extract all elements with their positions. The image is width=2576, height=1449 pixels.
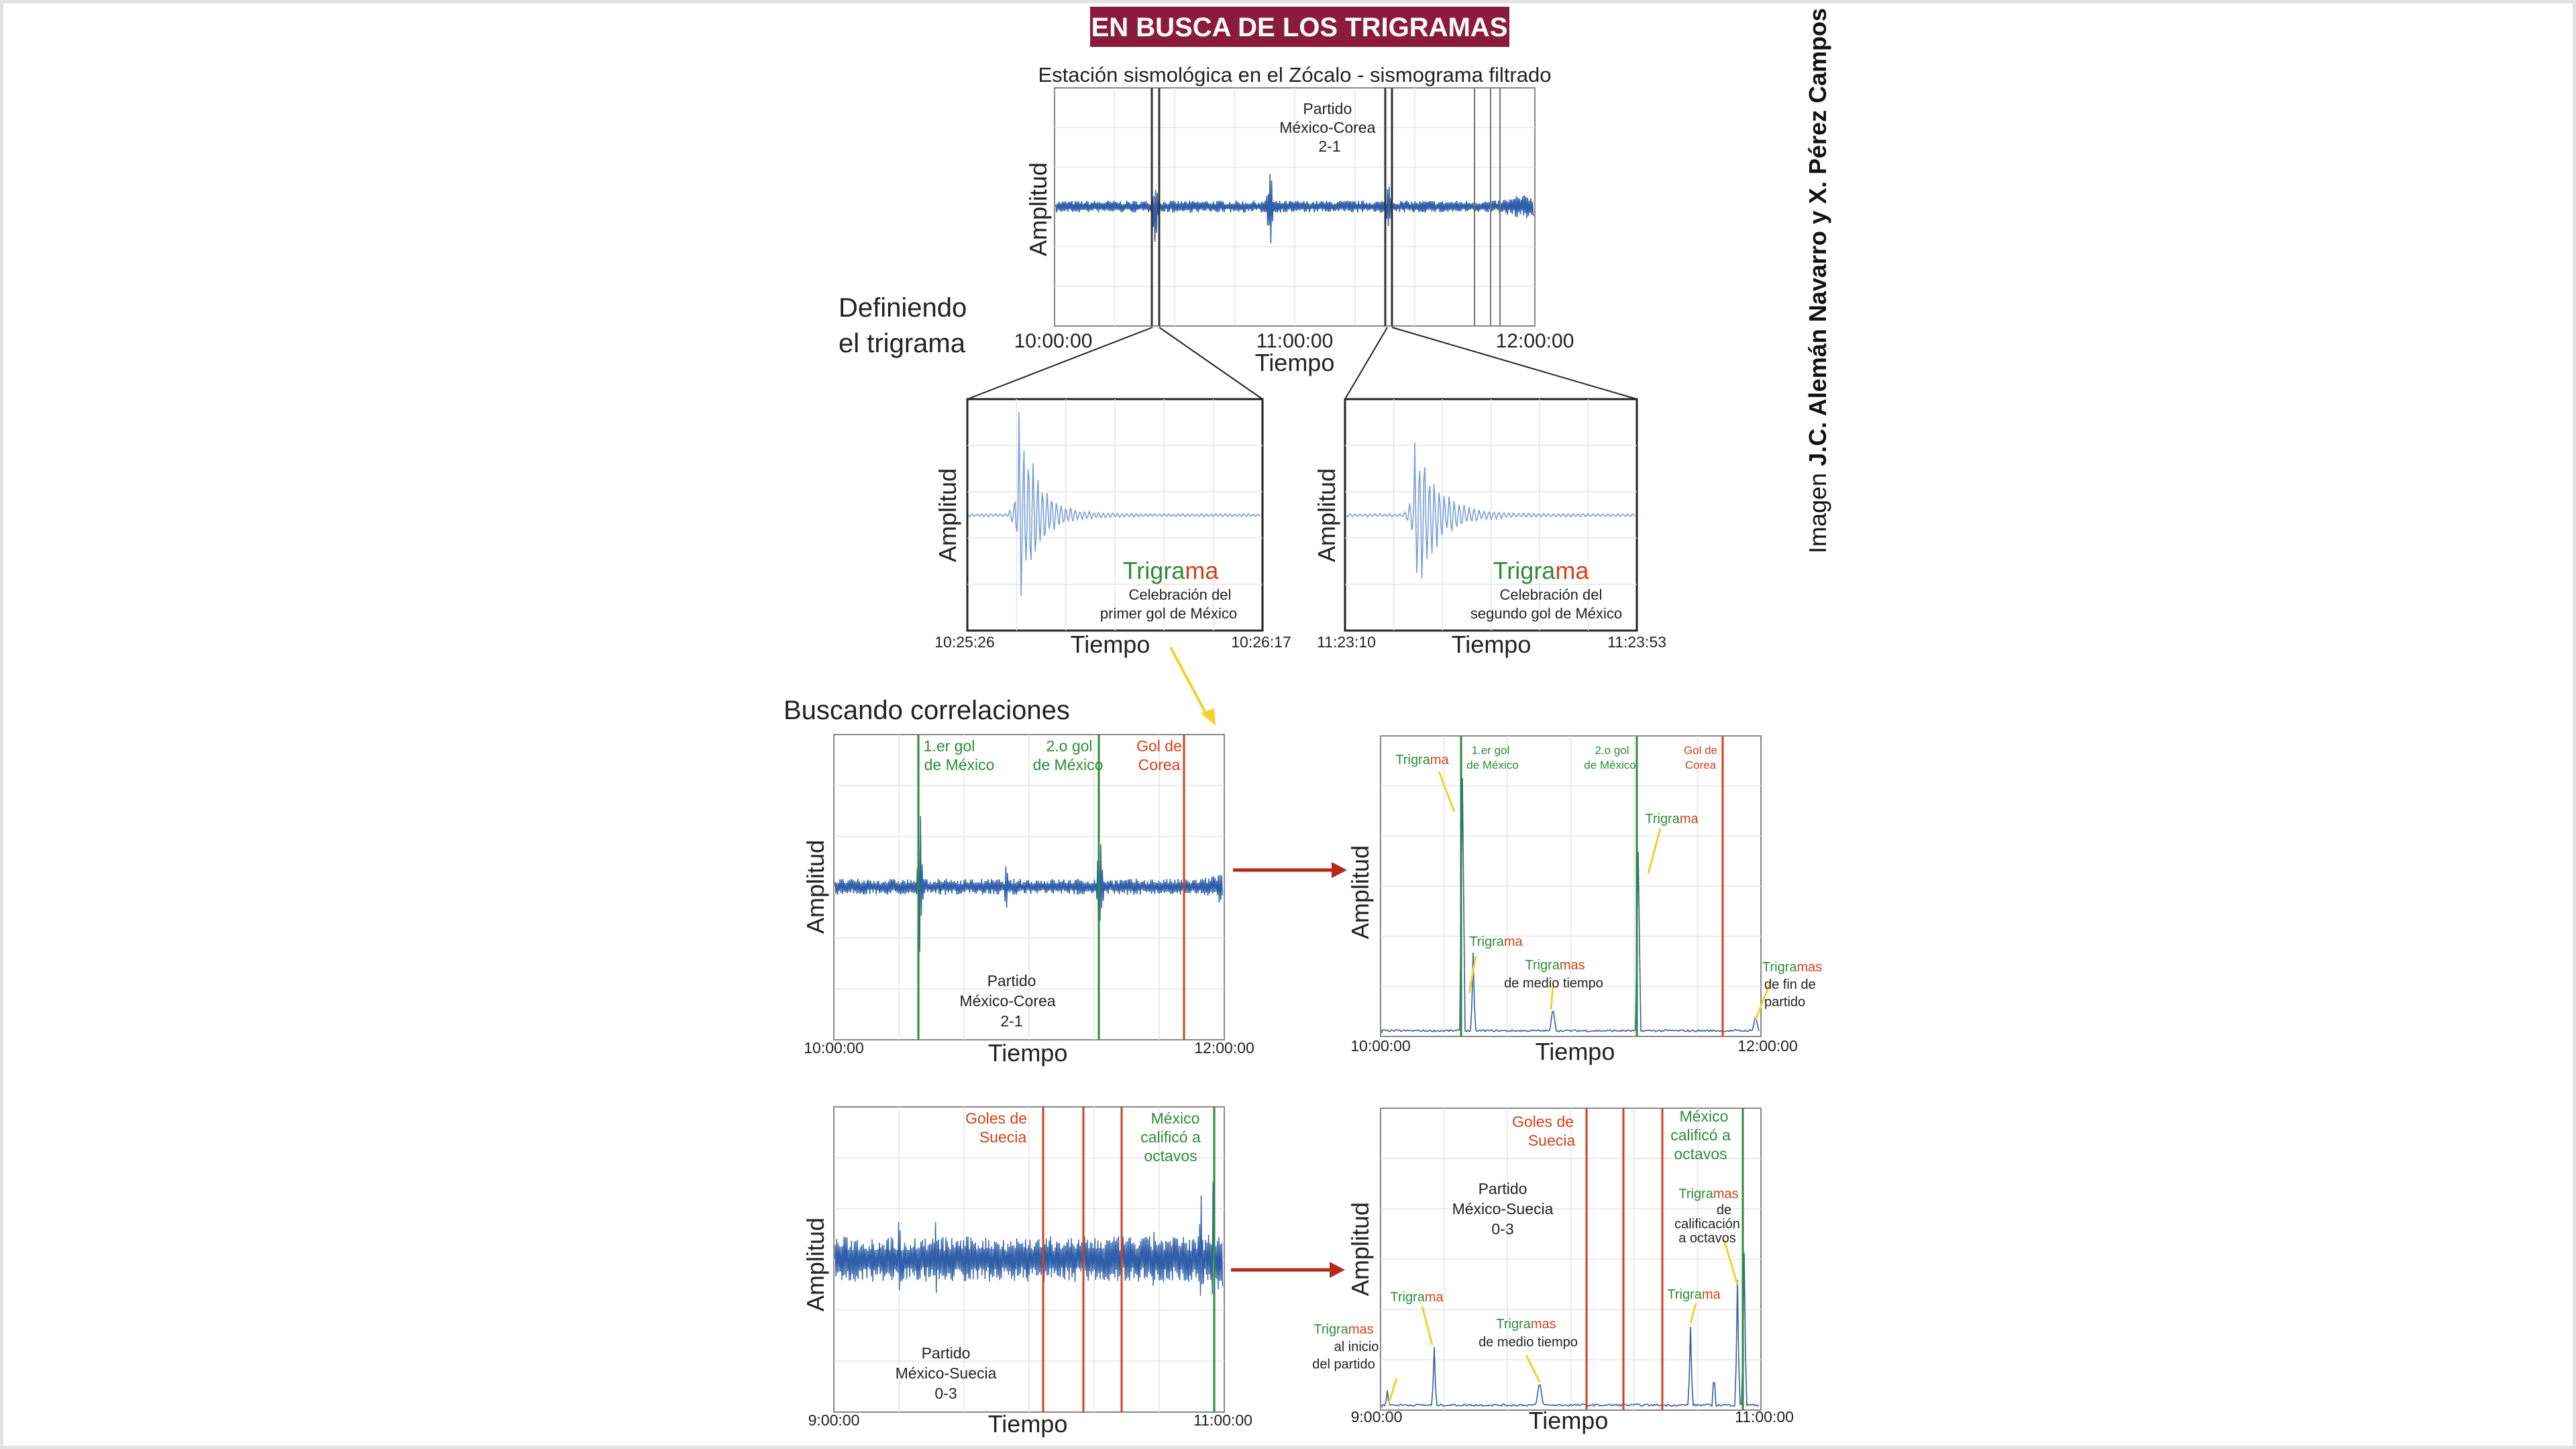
main-plot-extra-markers (1474, 88, 1501, 326)
zoom-left-end-time: 10:26:17 (1231, 633, 1291, 651)
suecia-seismogram-x-axis-label: Tiempo (988, 1410, 1068, 1438)
corea-seismogram-trace (835, 816, 1223, 953)
corea-corr-callouts (1438, 771, 1772, 1020)
corea-correlation-trace (1381, 777, 1760, 1033)
suecia-corr-x-end: 11:00:00 (1735, 1408, 1794, 1426)
zoom-left-grid (967, 399, 1263, 631)
corea-corr-halftime-label: de medio tiempo (1504, 976, 1603, 991)
title-banner (1090, 7, 1509, 47)
suecia-corr-x-start: 9:00:00 (1351, 1408, 1403, 1426)
suecia-seismogram-x-start: 9:00:00 (808, 1411, 860, 1429)
zoom-connector-lines (967, 327, 1638, 400)
corea-corr-trigram-end: Trigramas (1762, 960, 1822, 975)
zoom-right-x-axis-label: Tiempo (1452, 631, 1532, 658)
yellow-callout-arrow (1169, 647, 1216, 726)
main-x-tick-2: 11:00:00 (1256, 330, 1334, 352)
main-plot-window-markers (1150, 88, 1393, 326)
corea-corr-trigram-2: Trigrama (1469, 934, 1523, 949)
zoom-right-grid (1345, 399, 1637, 631)
zoom-right-start-time: 11:23:10 (1317, 633, 1376, 651)
suecia-corr-halftime-label: de medio tiempo (1479, 1335, 1578, 1350)
zoom-right-caption: Celebración del segundo gol de México (1470, 586, 1622, 622)
suecia-corr-trigram-1: Trigrama (1390, 1290, 1444, 1305)
corea-correlation-grid (1381, 736, 1761, 1036)
section-label-searching: Buscando correlaciones (784, 696, 1070, 725)
suecia-corr-trigram-start: Trigramas (1313, 1322, 1373, 1337)
suecia-corr-x-axis-label: Tiempo (1529, 1407, 1609, 1434)
zoom-left-caption: Celebración del primer gol de México (1100, 586, 1237, 622)
section-label-defining: Definiendo el trigrama (839, 293, 974, 358)
main-seismogram-trace (1055, 174, 1534, 244)
suecia-seismogram-y-axis-label: Amplitud (802, 1218, 829, 1311)
zoom-right-trigram-title: Trigrama (1493, 557, 1590, 584)
zoom-right-trace (1346, 442, 1635, 579)
main-x-tick-1: 10:00:00 (1014, 330, 1093, 352)
zoom-left-x-axis-label: Tiempo (1071, 631, 1150, 658)
suecia-corr-trigram-qualified: Trigramas (1678, 1187, 1738, 1201)
zoom-right-y-axis-label: Amplitud (1313, 468, 1340, 562)
red-arrow-suecia (1231, 1262, 1345, 1278)
corea-corr-trigram-1: Trigrama (1395, 753, 1449, 767)
zoom-left-start-time: 10:25:26 (934, 633, 995, 651)
suecia-seismogram-trace (835, 1181, 1224, 1296)
zoom-left-y-axis-label: Amplitud (934, 468, 961, 562)
corea-corr-x-axis-label: Tiempo (1536, 1038, 1615, 1065)
corea-seismogram-x-axis-label: Tiempo (988, 1039, 1068, 1067)
zoom-left-trace (968, 411, 1261, 596)
suecia-seismogram-x-end: 11:00:00 (1193, 1411, 1252, 1429)
suecia-corr-callouts (1387, 1239, 1739, 1404)
main-x-tick-3: 12:00:00 (1496, 330, 1574, 352)
main-plot-title: Estación sismológica en el Zócalo - sism… (1038, 63, 1552, 87)
main-x-axis-label: Tiempo (1255, 349, 1335, 376)
suecia-correlation-grid (1381, 1108, 1761, 1410)
suecia-correlation-trace (1381, 1252, 1760, 1407)
zoom-left-trigram-title: Trigrama (1123, 557, 1220, 584)
image-credit: Imagen J.C. Alemán Navarro y X. Pérez Ca… (1804, 8, 1831, 553)
zoom-right-end-time: 11:23:53 (1607, 633, 1666, 651)
red-arrow-corea (1233, 862, 1347, 878)
corea-corr-trigram-3: Trigrama (1645, 812, 1699, 826)
corea-seismogram-y-axis-label: Amplitud (802, 840, 829, 934)
corea-corr-x-end: 12:00:00 (1737, 1037, 1798, 1055)
main-y-axis-label: Amplitud (1024, 162, 1052, 256)
suecia-corr-trigram-halftime: Trigramas (1496, 1317, 1556, 1332)
corea-corr-x-start: 10:00:00 (1350, 1037, 1411, 1055)
page-title: EN BUSCA DE LOS TRIGRAMAS (1091, 13, 1508, 42)
suecia-corr-y-axis-label: Amplitud (1346, 1202, 1374, 1296)
main-plot-annotation: Partido México-Corea 2-1 (1279, 100, 1380, 155)
corea-corr-trigram-halftime: Trigramas (1525, 958, 1585, 973)
corea-seismogram-x-end: 12:00:00 (1194, 1039, 1254, 1057)
suecia-corr-trigram-2: Trigrama (1667, 1287, 1721, 1302)
corea-corr-y-axis-label: Amplitud (1346, 845, 1374, 939)
corea-seismogram-x-start: 10:00:00 (804, 1039, 864, 1057)
